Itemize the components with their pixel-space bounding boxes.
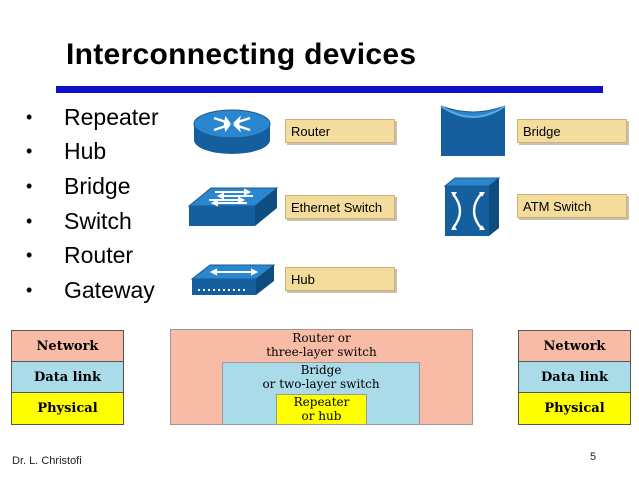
bullet-item: • Hub xyxy=(24,135,159,170)
repeater-caption-line2: or hub xyxy=(301,409,342,423)
repeater-layer-box xyxy=(276,394,367,425)
router-label: Router xyxy=(285,119,395,143)
bullet-label: Bridge xyxy=(64,172,131,199)
title-underline xyxy=(56,86,603,93)
data-link-layer: Data link xyxy=(519,362,630,393)
router-caption-line2: three-layer switch xyxy=(266,345,377,359)
router-icon xyxy=(193,109,271,154)
bullet-label: Hub xyxy=(64,138,107,165)
bullet-item: • Bridge xyxy=(24,169,159,204)
bullet-dot: • xyxy=(26,279,33,300)
bullet-dot: • xyxy=(26,141,33,162)
bullet-label: Router xyxy=(64,242,134,269)
bullet-label: Gateway xyxy=(64,276,155,303)
atm-switch-label: ATM Switch xyxy=(517,194,627,218)
bullet-item: • Repeater xyxy=(24,100,159,135)
network-layer: Network xyxy=(12,331,123,362)
slide-title: Interconnecting devices xyxy=(66,38,417,71)
bridge-caption-line2: or two-layer switch xyxy=(262,377,380,391)
bridge-layer-box xyxy=(222,362,420,425)
router-caption-line1: Router or xyxy=(292,331,351,345)
router-layer-caption: Router or three-layer switch xyxy=(170,331,473,359)
repeater-layer-caption: Repeater or hub xyxy=(276,395,367,423)
repeater-caption-line1: Repeater xyxy=(293,395,350,409)
bullet-dot: • xyxy=(26,106,33,127)
bridge-label: Bridge xyxy=(517,119,627,143)
bullet-dot: • xyxy=(26,210,33,231)
bridge-layer-caption: Bridge or two-layer switch xyxy=(222,363,420,391)
bullet-item: • Gateway xyxy=(24,273,159,308)
bridge-caption-line1: Bridge xyxy=(300,363,342,377)
bullet-dot: • xyxy=(26,175,33,196)
bridge-icon xyxy=(440,105,506,156)
ethernet-switch-icon xyxy=(187,187,279,226)
atm-switch-icon xyxy=(443,177,501,236)
slide-page-number: 5 xyxy=(590,451,597,463)
hub-icon xyxy=(190,264,276,295)
bullet-item: • Switch xyxy=(24,204,159,239)
slide-footer-author: Dr. L. Christofi xyxy=(12,455,82,467)
device-bullet-list: • Repeater • Hub • Bridge • Switch • Router •… xyxy=(24,100,159,308)
right-layer-stack: Network Data link Physical xyxy=(518,330,631,425)
bullet-item: • Router xyxy=(24,238,159,273)
bullet-label: Repeater xyxy=(64,103,159,130)
network-layer: Network xyxy=(519,331,630,362)
physical-layer: Physical xyxy=(519,393,630,424)
hub-label: Hub xyxy=(285,267,395,291)
data-link-layer: Data link xyxy=(12,362,123,393)
bullet-label: Switch xyxy=(64,207,132,234)
bullet-dot: • xyxy=(26,245,33,266)
physical-layer: Physical xyxy=(12,393,123,424)
left-layer-stack: Network Data link Physical xyxy=(11,330,124,425)
ethernet-switch-label: Ethernet Switch xyxy=(285,195,395,219)
